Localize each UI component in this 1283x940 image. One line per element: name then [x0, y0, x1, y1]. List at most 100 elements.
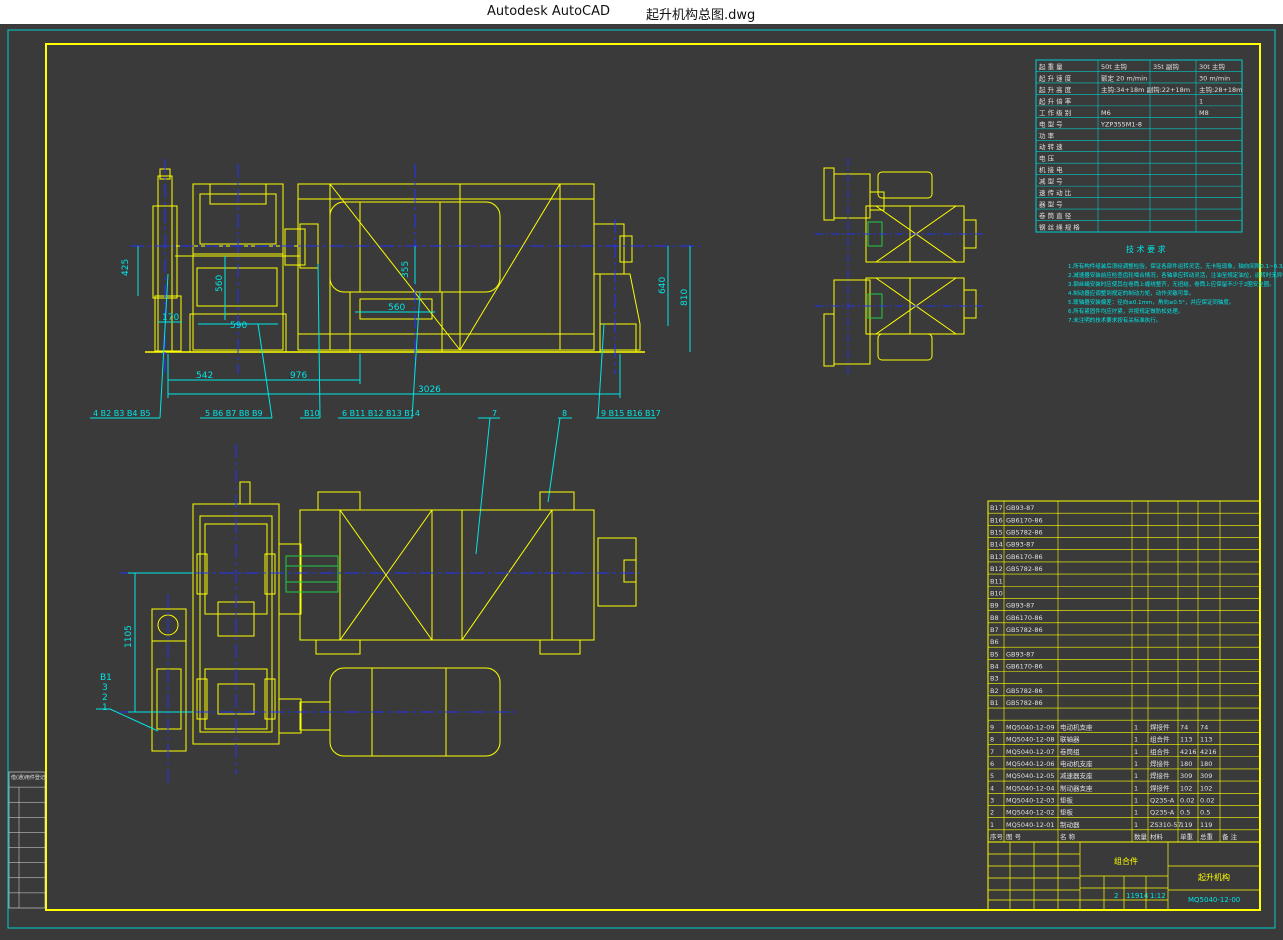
- top-view[interactable]: [151, 481, 637, 757]
- bom-cell: 6: [990, 760, 994, 768]
- bom-cell: B1: [990, 699, 999, 707]
- app-title: Autodesk AutoCAD: [487, 4, 611, 19]
- dim-590: 590: [230, 321, 247, 331]
- spec-cell: 速 传 动 比: [1039, 188, 1072, 197]
- bom-cell: GB5782-86: [1006, 565, 1043, 573]
- spec-cell: 主钩:28+18m: [1199, 85, 1243, 94]
- bom-cell: B13: [990, 553, 1003, 561]
- bom-cell: 1: [1134, 821, 1138, 829]
- bom-cell: B2: [990, 687, 999, 695]
- front-view[interactable]: [145, 168, 645, 353]
- bom-cell: 联轴器: [1060, 735, 1080, 744]
- bom-cell: MQ5040-12-07: [1006, 748, 1055, 756]
- spec-cell: 30t 主钩: [1199, 62, 1225, 71]
- spec-cell: 起 升 倍 率: [1039, 96, 1072, 105]
- bom-cell: Q235-A: [1150, 796, 1175, 804]
- bom-cell: GB6170-86: [1006, 663, 1043, 671]
- bom-cell: 焊接件: [1150, 783, 1170, 792]
- bom-cell: Q235-A: [1150, 809, 1175, 817]
- bom-cell: GB5782-86: [1006, 699, 1043, 707]
- bom-cell: 1: [990, 821, 994, 829]
- bom-cell: 180: [1200, 760, 1212, 768]
- bom-cell: 1: [1134, 748, 1138, 756]
- drawing-canvas[interactable]: 425 560 590 170 355 560 640 810 542 976 …: [0, 24, 1283, 935]
- dim-976: 976: [290, 371, 307, 381]
- bom-cell: ZS310-57: [1150, 821, 1182, 829]
- revision-block: 借(通)用件登记: [8, 771, 46, 909]
- spec-cell: 动 转 速: [1039, 142, 1063, 151]
- spec-cell: 卷 筒 直 径: [1039, 211, 1072, 220]
- bom-cell: MQ5040-12-02: [1006, 809, 1055, 817]
- bom-cell: B15: [990, 529, 1003, 537]
- spec-cell: 减 型 号: [1039, 177, 1063, 186]
- schematic-views[interactable]: [823, 167, 977, 367]
- spec-cell: 钢 丝 绳 规 格: [1039, 223, 1080, 232]
- dim-1105: 1105: [124, 625, 134, 648]
- dim-355: 355: [401, 261, 411, 278]
- bom-cell: 0.02: [1180, 796, 1194, 804]
- dim-560b: 560: [388, 303, 405, 313]
- spec-cell: 起 升 速 度: [1039, 73, 1072, 82]
- title-block-scale: 1:12: [1150, 892, 1166, 900]
- bom-cell: 4216: [1200, 748, 1217, 756]
- tech-note-line: 2.减速器安装前应检查齿轮啮合情况，各轴承应转动灵活，注油至规定油位，运转时无异…: [1068, 271, 1283, 279]
- leader-8: 8: [562, 409, 567, 418]
- bom-cell: 119: [1200, 821, 1212, 829]
- spec-cell: YZP355M1-8: [1100, 120, 1142, 128]
- bom-cell: 9: [990, 723, 994, 731]
- spec-cell: 器 型 号: [1039, 200, 1063, 209]
- bom-cell: 减速器支座: [1060, 771, 1093, 780]
- bom-cell: MQ5040-12-08: [1006, 736, 1055, 744]
- bom-cell: B5: [990, 650, 999, 658]
- bom-cell: 309: [1200, 772, 1212, 780]
- bom-cell: 1: [1134, 784, 1138, 792]
- front-view-dimensions: [137, 246, 691, 398]
- spec-cell: 主钩:34+18m 副钩:22+18m: [1101, 85, 1190, 94]
- bom-cell: 74: [1180, 723, 1188, 731]
- title-block-name: 起升机构: [1198, 872, 1230, 882]
- bom-cell: MQ5040-12-03: [1006, 796, 1055, 804]
- schematic-centerlines: [815, 158, 985, 374]
- bom-header-cell: 备 注: [1222, 832, 1238, 841]
- leader-7: 7: [492, 409, 497, 418]
- bom-cell: B12: [990, 565, 1003, 573]
- bom-cell: 组合件: [1150, 735, 1170, 744]
- title-block-sheet: 2: [1114, 892, 1118, 900]
- bom-cell: 74: [1200, 723, 1208, 731]
- dim-3026: 3026: [418, 385, 441, 395]
- drawing-frame: [45, 43, 1261, 911]
- bom-cell: 113: [1200, 736, 1212, 744]
- bom-cell: 7: [990, 748, 994, 756]
- bom-cell: MQ5040-12-05: [1006, 772, 1055, 780]
- bom-cell: GB6170-86: [1006, 553, 1043, 561]
- leader-3: 3: [102, 683, 108, 693]
- bom-cell: 1: [1134, 723, 1138, 731]
- title-block-drawing-no: MQ5040-12-00: [1188, 896, 1240, 904]
- bom-cell: 制动器支座: [1060, 783, 1093, 792]
- bom-cell: 119: [1180, 821, 1192, 829]
- bom-cell: B4: [990, 663, 999, 671]
- leader-text: 4 B2 B3 B4 B5 5 B6 B7 B8 B9 B10 6 B11 B1…: [93, 409, 661, 418]
- dim-425: 425: [121, 259, 131, 276]
- top-view-dimension-text: 1105 B1 3 2 1: [100, 625, 134, 713]
- cad-drawing[interactable]: 425 560 590 170 355 560 640 810 542 976 …: [0, 24, 1283, 935]
- bom-cell: 1: [1134, 760, 1138, 768]
- bom-cell: 3: [990, 796, 994, 804]
- spec-cell: 工 作 级 别: [1039, 108, 1071, 117]
- bom-cell: 0.02: [1200, 796, 1214, 804]
- window-titlebar: Autodesk AutoCAD 起升机构总图.dwg: [0, 0, 1283, 24]
- bom-cell: MQ5040-12-04: [1006, 784, 1055, 792]
- leader-1: 1: [102, 703, 108, 713]
- bom-cell: 组合件: [1150, 747, 1170, 756]
- top-view-highlight: [285, 555, 339, 593]
- bom-cell: 180: [1180, 760, 1192, 768]
- bom-cell: GB6170-86: [1006, 516, 1043, 524]
- leader-g3: B10: [304, 409, 320, 418]
- bom-cell: B6: [990, 638, 999, 646]
- bom-header-cell: 名 称: [1060, 832, 1076, 841]
- bom-cell: B16: [990, 516, 1003, 524]
- spec-cell: 额定 20 m/min: [1101, 73, 1147, 82]
- outer-frame: [7, 29, 1276, 929]
